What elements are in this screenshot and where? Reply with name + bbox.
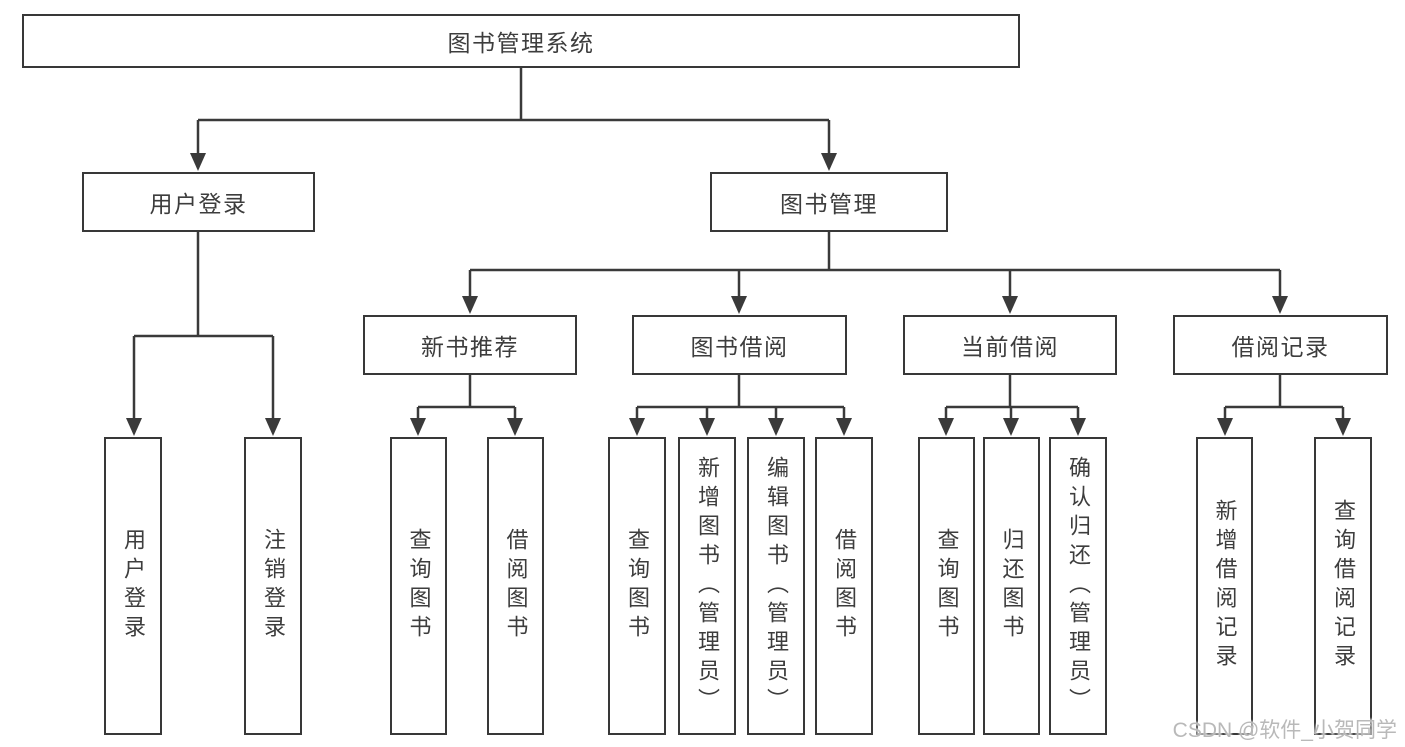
node-label: 借阅图书 xyxy=(832,528,857,644)
leaf-newbook-borrow: 借阅图书 xyxy=(487,437,544,735)
leaf-user-login: 用户登录 xyxy=(104,437,162,735)
arrowhead-icon xyxy=(1003,418,1019,436)
node-label: 确认归还（管理员） xyxy=(1066,455,1091,717)
leaf-logout: 注销登录 xyxy=(244,437,302,735)
connector-new-book-children xyxy=(416,375,517,423)
leaf-borrow-borrow: 借阅图书 xyxy=(815,437,873,735)
connector-user-login-children xyxy=(132,232,275,423)
node-label: 查询图书 xyxy=(625,528,650,644)
arrowhead-icon xyxy=(507,418,523,436)
node-label: 图书管理 xyxy=(780,191,878,217)
arrowhead-icon xyxy=(410,418,426,436)
node-label: 查询借阅记录 xyxy=(1331,499,1356,673)
node-label: 借阅记录 xyxy=(1231,334,1330,360)
node-label: 图书借阅 xyxy=(690,334,789,360)
arrowhead-icon xyxy=(938,418,954,436)
arrowhead-icon xyxy=(1272,296,1288,314)
arrowhead-icon xyxy=(699,418,715,436)
arrowhead-icon xyxy=(1335,418,1351,436)
node-user-login: 用户登录 xyxy=(82,172,315,232)
arrowhead-icon xyxy=(190,153,206,171)
leaf-borrow-query: 查询图书 xyxy=(608,437,666,735)
leaf-current-confirm-admin: 确认归还（管理员） xyxy=(1049,437,1107,735)
connector-current-children xyxy=(944,375,1080,423)
arrowhead-icon xyxy=(265,418,281,436)
connector-root-to-branches xyxy=(196,68,831,158)
arrowhead-icon xyxy=(629,418,645,436)
node-label: 用户登录 xyxy=(121,528,146,644)
node-label: 查询图书 xyxy=(406,528,432,644)
leaf-newbook-query: 查询图书 xyxy=(390,437,447,735)
node-label: 查询图书 xyxy=(934,528,960,644)
leaf-records-query: 查询借阅记录 xyxy=(1314,437,1372,735)
node-borrow-records: 借阅记录 xyxy=(1173,315,1388,375)
connector-records-children xyxy=(1223,375,1345,423)
node-current-borrow: 当前借阅 xyxy=(903,315,1117,375)
arrowhead-icon xyxy=(836,418,852,436)
node-book-borrow: 图书借阅 xyxy=(632,315,847,375)
node-label: 用户登录 xyxy=(149,191,248,217)
node-label: 借阅图书 xyxy=(503,528,529,644)
leaf-current-return: 归还图书 xyxy=(983,437,1040,735)
leaf-records-add: 新增借阅记录 xyxy=(1196,437,1253,735)
arrowhead-icon xyxy=(462,296,478,314)
node-label: 编辑图书（管理员） xyxy=(764,455,789,717)
arrowhead-icon xyxy=(1002,296,1018,314)
node-root: 图书管理系统 xyxy=(22,14,1020,68)
node-label: 当前借阅 xyxy=(961,334,1059,360)
arrowhead-icon xyxy=(768,418,784,436)
arrowhead-icon xyxy=(821,153,837,171)
arrowhead-icon xyxy=(1217,418,1233,436)
connector-book-mgmt-modules xyxy=(468,232,1282,301)
arrowhead-icon xyxy=(731,296,747,314)
leaf-borrow-edit-admin: 编辑图书（管理员） xyxy=(747,437,805,735)
node-new-book-recommend: 新书推荐 xyxy=(363,315,577,375)
arrowhead-icon xyxy=(1070,418,1086,436)
watermark: CSDN @软件_小贺同学 xyxy=(1172,719,1397,742)
node-label: 新增借阅记录 xyxy=(1212,499,1238,673)
arrowhead-icon xyxy=(126,418,142,436)
connector-borrow-children xyxy=(635,375,846,423)
node-label: 新书推荐 xyxy=(421,334,519,360)
node-label: 新增图书（管理员） xyxy=(695,455,720,717)
leaf-borrow-add-admin: 新增图书（管理员） xyxy=(678,437,736,735)
node-book-mgmt: 图书管理 xyxy=(710,172,948,232)
node-label: 图书管理系统 xyxy=(447,30,595,56)
node-label: 注销登录 xyxy=(261,528,286,644)
leaf-current-query: 查询图书 xyxy=(918,437,975,735)
node-label: 归还图书 xyxy=(999,528,1025,644)
